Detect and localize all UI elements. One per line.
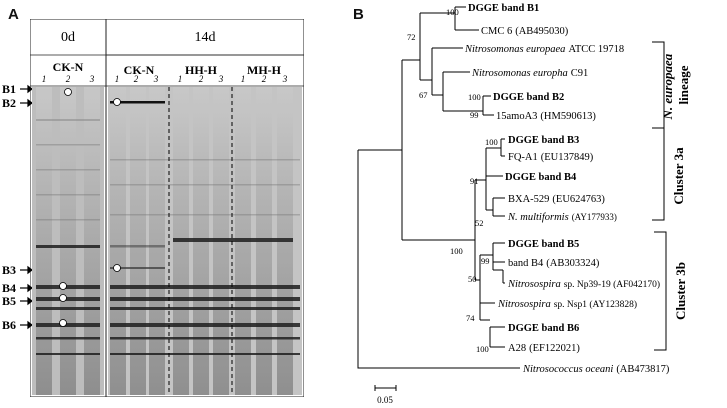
band-label-b4: B4 [2,281,16,295]
leaf-label: A28 [508,343,526,354]
phylogenetic-tree: DGGE band B1 CMC 6(AB495030) Nitrosomona… [357,3,691,405]
cluster-label-europaea: N. europaea lineage [660,51,691,121]
scale-bar-label: 0.05 [377,395,393,405]
leaf-label: CMC 6 [481,26,512,37]
band-label-b6: B6 [2,318,16,332]
lane-number: 2 [134,74,139,84]
time-label-0d: 0d [61,30,75,45]
band-marker [113,264,121,272]
bootstrap-value: 91 [470,176,479,186]
scale-bar: 0.05 [374,385,397,405]
svg-text:BXA-529(EU624763): BXA-529(EU624763) [508,194,605,205]
band-label-b3: B3 [2,263,16,277]
bootstrap-value: 99 [470,110,479,120]
band-marker [64,88,72,96]
bootstrap-value: 100 [468,92,481,102]
leaf-label: Nitrosospira [507,279,561,290]
bootstrap-value: 72 [407,32,416,42]
panel-a-letter: A [8,6,19,23]
lane-number: 2 [199,74,204,84]
svg-text:15amoA3(HM590613): 15amoA3(HM590613) [496,111,596,122]
band-label-b1: B1 [2,82,16,96]
leaf-label: DGGE band B1 [468,3,539,14]
leaf-label: DGGE band B4 [505,172,577,183]
band-marker [59,294,67,302]
cluster-label-3b: Cluster 3b [673,262,688,320]
leaf-accession: (EU624763) [552,194,605,205]
lane-number: 1 [241,74,246,84]
band-label-column: B1 B2 B3 B4 B5 B6 [2,82,32,332]
leaf-accession: sp. Nsp1 (AY123828) [554,299,637,310]
band-label-b2: B2 [2,96,16,110]
panel-b-letter: B [353,6,364,23]
cluster-label-3a: Cluster 3a [671,147,686,205]
leaf-label: DGGE band B6 [508,323,579,334]
bootstrap-value: 99 [481,256,490,266]
leaf-accession: (EU137849) [541,152,594,163]
leaf-accession: (AB495030) [515,26,569,37]
band-label-b5: B5 [2,294,16,308]
bootstrap-value: 67 [419,90,428,100]
band-marker [113,98,121,106]
svg-text:N. multiformis(AY177933): N. multiformis(AY177933) [507,212,617,223]
lane-number: 3 [153,74,159,84]
bootstrap-value: 100 [450,246,463,256]
leaf-label: Nitrosomonas europha [471,68,568,79]
leaf-accession: (HM590613) [540,111,596,122]
svg-text:band B4(AB303324): band B4(AB303324) [508,258,600,269]
leaf-accession: (EF122021) [529,343,580,354]
leaf-accession: (AB473817) [616,364,670,375]
group-label-ckn-14d: CK-N [124,63,155,77]
band-marker [59,319,67,327]
lane-number: 2 [262,74,267,84]
bootstrap-value: 74 [466,313,475,323]
bootstrap-value: 52 [475,218,484,228]
time-label-14d: 14d [195,30,216,45]
leaf-label: DGGE band B2 [493,92,564,103]
leaf-label: DGGE band B3 [508,135,579,146]
lane-number: 3 [89,74,95,84]
leaf-accession: sp. Np39-19 (AF042170) [564,279,660,290]
leaf-accession: ATCC 19718 [568,44,624,55]
svg-text:FQ-A1(EU137849): FQ-A1(EU137849) [508,152,594,163]
leaf-label: Nitrosomonas europaea [464,44,565,55]
gel-lanes [32,87,302,395]
group-label-mhh: MH-H [247,63,282,77]
leaf-label: N. multiformis [507,212,569,223]
leaf-accession: (AY177933) [572,212,617,222]
leaf-accession: (AB303324) [546,258,600,269]
lane-number: 1 [115,74,120,84]
lane-number: 1 [42,74,47,84]
leaf-label: BXA-529 [508,194,549,205]
dgge-gel: 0d 14d CK-N CK-N HH-H MH-H 1 2 3 1 2 3 1… [30,19,304,397]
lane-number: 2 [66,74,71,84]
lane-number: 3 [282,74,288,84]
group-label-hhh: HH-H [185,63,218,77]
leaf-label: Nitrosococcus oceani [522,364,613,375]
bootstrap-value: 100 [476,344,489,354]
leaf-label: DGGE band B5 [508,239,579,250]
leaf-label: FQ-A1 [508,152,538,163]
leaf-label: Nitrosospira [497,299,551,310]
band-marker [59,282,67,290]
bootstrap-value: 100 [446,7,459,17]
lane-number: 3 [218,74,224,84]
lane-number: 1 [178,74,183,84]
bootstrap-value: 100 [485,137,498,147]
svg-text:Nitrosococcus oceani(AB473817): Nitrosococcus oceani(AB473817) [522,364,670,375]
bootstrap-value: 50 [468,274,477,284]
svg-text:A28(EF122021): A28(EF122021) [508,343,580,354]
leaf-label: 15amoA3 [496,111,537,122]
leaf-label: band B4 [508,258,544,269]
svg-text:CMC 6(AB495030): CMC 6(AB495030) [481,26,569,37]
leaf-accession: C91 [571,68,589,79]
group-label-ckn-0d: CK-N [53,60,84,74]
